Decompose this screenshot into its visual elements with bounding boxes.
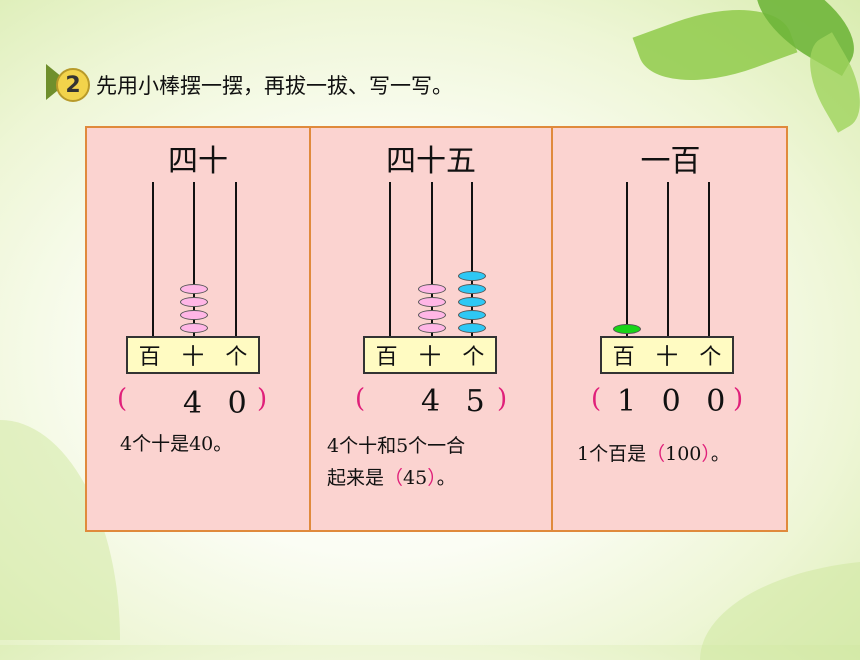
hundreds-label: 百 — [375, 345, 398, 370]
statement-text: 1个百是（100）。 — [577, 443, 730, 465]
instruction-text: 先用小棒摆一摆，再拔一拔、写一写。 — [96, 74, 453, 98]
tens-bead — [180, 284, 208, 294]
statement-line-1: 4个十和5个一合 — [327, 435, 466, 457]
tens-bead — [418, 310, 446, 320]
answer-open-paren: ( — [117, 384, 128, 414]
tens-label: 十 — [181, 345, 204, 370]
statement-line-2: 起来是（45）。 — [327, 467, 456, 489]
answer-close-paren: ) — [257, 384, 268, 414]
answer-close-paren: ) — [733, 384, 744, 414]
tens-label: 十 — [418, 345, 441, 370]
hundreds-rod — [626, 182, 628, 336]
ones-label: 个 — [699, 345, 722, 370]
column-title: 四十五 — [386, 144, 476, 179]
tens-bead — [180, 297, 208, 307]
exercise-header: 2 先用小棒摆一摆，再拔一拔、写一写。 — [44, 62, 644, 104]
place-value-base: 百 十 个 — [126, 336, 260, 374]
statement-answer: 45 — [403, 467, 428, 489]
tens-rod — [667, 182, 669, 336]
ones-label: 个 — [225, 345, 248, 370]
ones-bead — [458, 271, 486, 281]
leaf-decoration — [700, 560, 860, 660]
ones-rod — [471, 182, 473, 336]
ones-bead — [458, 323, 486, 333]
abacus-column-one-hundred: 一百 百 十 个 ( 1 0 0 ) 1个百是（100）。 — [553, 128, 788, 530]
answer-close-paren: ) — [497, 384, 508, 414]
tens-bead — [180, 310, 208, 320]
hundreds-bead — [613, 324, 641, 334]
abacus-column-forty: 四十 百 十 个 ( 4 0 ) 4个十是40。 — [87, 128, 311, 530]
tens-rod — [193, 182, 195, 336]
statement-answer: 100 — [665, 443, 702, 465]
ones-label: 个 — [462, 345, 485, 370]
ones-bead — [458, 284, 486, 294]
column-title: 四十 — [168, 144, 228, 179]
tens-bead — [418, 297, 446, 307]
hundreds-label: 百 — [138, 345, 161, 370]
column-title: 一百 — [640, 144, 701, 179]
place-value-base: 百 十 个 — [600, 336, 734, 374]
ones-rod — [708, 182, 710, 336]
exercise-number-badge: 2 — [56, 68, 90, 102]
answer-value: 4 0 — [183, 386, 255, 421]
answer-open-paren: ( — [355, 384, 366, 414]
tens-bead — [418, 284, 446, 294]
hundreds-label: 百 — [612, 345, 635, 370]
place-value-base: 百 十 个 — [363, 336, 497, 374]
tens-label: 十 — [655, 345, 678, 370]
statement-text: 4个十是40。 — [120, 433, 233, 455]
statement-text: 4个十和5个一合 起来是（45）。 — [327, 430, 465, 494]
hundreds-rod — [389, 182, 391, 336]
abacus-column-forty-five: 四十五 百 十 个 ( 4 5 ) 4个十和5个一合 起来是（45）。 — [311, 128, 553, 530]
ones-rod — [235, 182, 237, 336]
answer-value: 4 5 — [421, 384, 493, 419]
tens-bead — [418, 323, 446, 333]
tens-bead — [180, 323, 208, 333]
hundreds-rod — [152, 182, 154, 336]
tens-rod — [431, 182, 433, 336]
ones-bead — [458, 297, 486, 307]
ones-bead — [458, 310, 486, 320]
answer-open-paren: ( — [591, 384, 602, 414]
abacus-panel: 四十 百 十 个 ( 4 0 ) 4个十是40。 四十五 百 — [85, 126, 788, 532]
answer-value: 1 0 0 — [617, 384, 734, 419]
